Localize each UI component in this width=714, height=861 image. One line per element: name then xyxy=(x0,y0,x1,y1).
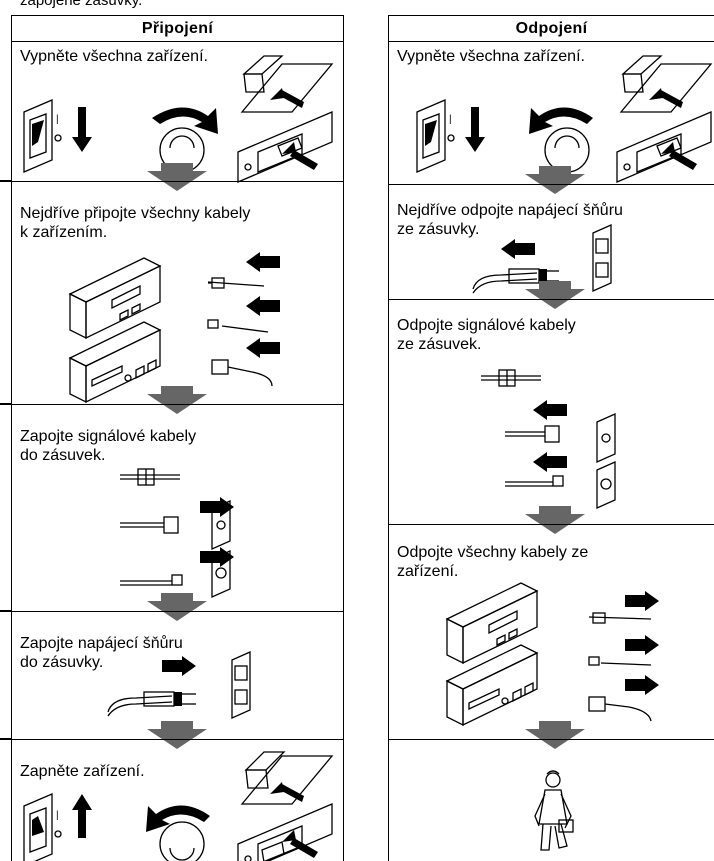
connect-step-2: Nejdříve připojte všechny kabely k zaříz… xyxy=(12,181,343,405)
connect-step-3: Zapojte signálové kabely do zásuvek. xyxy=(12,404,343,612)
down-arrow-icon xyxy=(525,721,585,749)
margin-rule xyxy=(0,403,11,405)
top-note: zapojené zásuvky. xyxy=(20,0,143,9)
margin-rule xyxy=(0,180,11,182)
person-walking-illustration xyxy=(534,770,574,851)
down-arrow-icon xyxy=(525,281,585,309)
disconnect-step-2: Nejdříve odpojte napájecí šňůru ze zásuv… xyxy=(389,184,714,300)
svg-text:|: | xyxy=(449,114,452,125)
power-cord-to-outlet-illustration xyxy=(107,650,251,720)
connect-step-4-text: Zapojte napájecí šňůru do zásuvky. xyxy=(20,635,183,671)
down-arrow-icon xyxy=(147,163,207,191)
power-off-illustration: | xyxy=(23,55,334,183)
svg-text:|: | xyxy=(56,810,59,821)
disconnect-step-1-text: Vypněte všechna zařízení. xyxy=(397,48,585,65)
disconnect-step-3: Odpojte signálové kabely ze zásuvek. xyxy=(389,299,714,525)
down-arrow-icon xyxy=(147,721,207,749)
down-arrow-icon xyxy=(147,386,207,414)
disconnect-step-1: Vypněte všechna zařízení. | xyxy=(389,42,714,184)
power-off-illustration: | xyxy=(416,55,713,183)
connect-step-3-text: Zapojte signálové kabely do zásuvek. xyxy=(20,428,197,464)
connect-step-1: Vypněte všechna zařízení. | xyxy=(12,42,343,183)
connect-step-5: Zapněte zařízení. | xyxy=(12,739,343,861)
disconnect-column: Odpojení Vypněte všechna zařízení. | xyxy=(388,15,714,861)
unplug-power-cord-illustration xyxy=(472,223,612,294)
margin-rule xyxy=(0,610,11,612)
unplug-signal-cables-illustration xyxy=(481,369,616,510)
connect-column: Připojení Vypněte všechna zařízení. | xyxy=(11,15,344,861)
connect-step-4: Zapojte napájecí šňůru do zásuvky. xyxy=(12,611,343,740)
disconnect-step-2-text: Nejdříve odpojte napájecí šňůru ze zásuv… xyxy=(397,202,623,238)
power-on-illustration: | xyxy=(23,751,334,861)
connect-step-1-text: Vypněte všechna zařízení. xyxy=(20,48,208,65)
disconnect-step-4-text: Odpojte všechny kabely ze zařízení. xyxy=(397,544,589,580)
down-arrow-icon xyxy=(525,506,585,534)
down-arrow-icon xyxy=(147,593,207,621)
disconnect-step-4: Odpojte všechny kabely ze zařízení. xyxy=(389,524,714,740)
signal-cables-to-outlets-illustration xyxy=(120,468,234,599)
disconnect-column-title: Odpojení xyxy=(389,16,714,42)
disconnect-step-5 xyxy=(389,739,714,861)
connect-step-5-text: Zapněte zařízení. xyxy=(20,763,145,780)
connect-step-2-text: Nejdříve připojte všechny kabely k zaříz… xyxy=(20,205,251,241)
margin-rule xyxy=(0,738,11,740)
down-arrow-icon xyxy=(525,166,585,194)
svg-text:|: | xyxy=(56,114,59,125)
connect-column-title: Připojení xyxy=(12,16,343,42)
disconnect-step-3-text: Odpojte signálové kabely ze zásuvek. xyxy=(397,317,576,353)
cables-to-devices-illustration xyxy=(68,252,280,404)
unplug-device-cables-illustration xyxy=(445,582,659,727)
